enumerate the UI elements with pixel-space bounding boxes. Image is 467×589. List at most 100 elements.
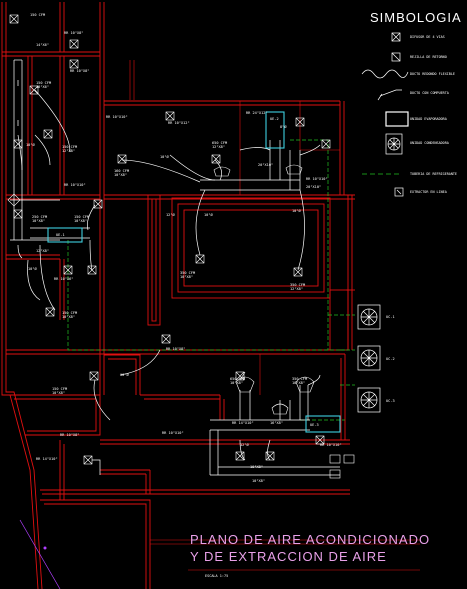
svg-text:250 CFM: 250 CFM (32, 215, 48, 219)
site-line (19, 519, 61, 589)
svg-text:10"Ø: 10"Ø (204, 212, 213, 217)
plan-title-line-1: PLANO DE AIRE ACONDICIONADO (190, 532, 431, 547)
diffuser (89, 371, 99, 381)
diffuser (83, 455, 93, 465)
diffuser (195, 254, 205, 264)
walls (1, 2, 420, 589)
legend-label-refrigerante: TUBERIA DE REFRIGERANTE (410, 172, 457, 176)
svg-text:20"X10": 20"X10" (306, 185, 321, 189)
diffuser (117, 154, 127, 164)
svg-text:12"X8": 12"X8" (290, 287, 303, 291)
svg-text:10"Ø: 10"Ø (120, 372, 129, 377)
svg-text:UC-1: UC-1 (386, 315, 395, 319)
svg-text:UC-2: UC-2 (386, 357, 395, 361)
svg-text:RR 10"X10": RR 10"X10" (306, 177, 328, 181)
diffuser (69, 59, 79, 69)
plan-scale: ESCALA 1:75 (205, 574, 229, 578)
svg-text:RR 10"X6": RR 10"X6" (54, 277, 73, 281)
svg-text:10"X8": 10"X8" (252, 479, 265, 483)
svg-text:160 CFM: 160 CFM (114, 169, 130, 173)
svg-text:UE-1: UE-1 (56, 233, 65, 237)
svg-text:RR 24"X12": RR 24"X12" (246, 111, 268, 115)
svg-text:RR 10"X12": RR 10"X12" (168, 121, 190, 125)
svg-text:150 CFM: 150 CFM (62, 145, 78, 149)
svg-text:RR 14"X10": RR 14"X10" (232, 421, 254, 425)
svg-text:12"Ø: 12"Ø (166, 212, 175, 217)
condenser-unit-1 (357, 304, 381, 330)
ducto-flexible-icon (361, 69, 409, 79)
diffuser (45, 307, 55, 317)
diffuser (13, 209, 23, 219)
svg-text:RR 10"X8": RR 10"X8" (70, 69, 89, 73)
diffuser (13, 139, 23, 149)
diffuser (293, 267, 303, 277)
svg-text:150 CFM: 150 CFM (52, 387, 68, 391)
svg-text:RR 10"X10": RR 10"X10" (106, 115, 128, 119)
diffuser (93, 199, 103, 209)
diffuser (165, 111, 175, 121)
diffuser (265, 451, 275, 461)
return-grilles (7, 164, 355, 479)
legend-title: SIMBOLOGIA (370, 10, 462, 25)
diffuser (315, 435, 325, 445)
svg-text:150 CFM: 150 CFM (62, 311, 78, 315)
svg-text:RR 10"X10": RR 10"X10" (64, 183, 86, 187)
svg-text:UC-3: UC-3 (386, 399, 395, 403)
svg-text:14"X6": 14"X6" (36, 43, 49, 47)
ducto-compuerta-icon (377, 89, 402, 101)
svg-text:150 CFM: 150 CFM (74, 215, 90, 219)
condenser-unit-2 (357, 345, 381, 371)
svg-text:10"X8": 10"X8" (32, 219, 45, 223)
svg-text:RR 10"X10": RR 10"X10" (162, 431, 184, 435)
svg-text:10"X8": 10"X8" (114, 173, 127, 177)
legend-label-rejilla: REJILLA DE RETORNO (410, 55, 447, 59)
legend-label-ducto-flexible: DUCTO REDONDO FLEXIBLE (410, 72, 455, 76)
annotations: 150 CFM RR 10"X8" 14"X6" RR 10"X8" 150 CFM… (26, 13, 395, 483)
diffuser (63, 265, 73, 275)
legend-label-condensadora: UNIDAD CONDENSADORA (410, 141, 449, 145)
diffuser (211, 154, 221, 164)
evaporator-unit-upper (265, 111, 285, 149)
svg-text:10"Ø: 10"Ø (292, 208, 301, 213)
svg-text:10"X8": 10"X8" (52, 391, 65, 395)
svg-text:10"X8": 10"X8" (250, 465, 263, 469)
svg-text:8"Ø: 8"Ø (280, 124, 287, 129)
unidad-condensadora-icon (385, 133, 403, 155)
svg-text:350 CFM: 350 CFM (292, 377, 308, 381)
ducts (10, 59, 340, 476)
diffuser (321, 139, 331, 149)
difusor-icon (391, 32, 401, 42)
legend-label-evaporadora: UNIDAD EVAPORADORA (410, 117, 447, 121)
svg-text:10"Ø: 10"Ø (26, 142, 35, 147)
diffuser (29, 85, 39, 95)
extractor-icon (394, 187, 404, 197)
svg-text:150 CFM: 150 CFM (30, 13, 46, 17)
svg-text:650 CFM: 650 CFM (230, 377, 246, 381)
evaporator-units (47, 111, 341, 433)
legend-label-ducto-compuerta: DUCTO CON COMPUERTA (410, 91, 449, 95)
evaporator-unit-left (47, 227, 83, 243)
diffuser (235, 451, 245, 461)
svg-text:350 CFM: 350 CFM (290, 283, 306, 287)
svg-text:150 CFM: 150 CFM (36, 81, 52, 85)
condenser-units (357, 304, 381, 413)
svg-text:12"Ø: 12"Ø (240, 442, 249, 447)
legend-symbols (361, 32, 409, 197)
svg-text:10"X8": 10"X8" (74, 219, 87, 223)
svg-text:10"Ø: 10"Ø (160, 154, 169, 159)
evaporator-unit-lower (305, 415, 341, 433)
svg-text:12"X8": 12"X8" (212, 145, 225, 149)
svg-text:RR 10"X8": RR 10"X8" (60, 433, 79, 437)
svg-text:10"Ø: 10"Ø (28, 266, 37, 271)
svg-text:RR 10"X10": RR 10"X10" (320, 443, 342, 447)
svg-text:650 CFM: 650 CFM (212, 141, 228, 145)
svg-text:RR 10"X8": RR 10"X8" (64, 31, 83, 35)
diffuser (295, 117, 305, 127)
condenser-unit-3 (357, 387, 381, 413)
svg-text:10"X8": 10"X8" (230, 381, 243, 385)
svg-text:12"X8": 12"X8" (36, 249, 49, 253)
svg-text:RR 10"X8": RR 10"X8" (166, 347, 185, 351)
svg-text:10"X8": 10"X8" (180, 275, 193, 279)
svg-text:RR 14"X10": RR 14"X10" (36, 457, 58, 461)
